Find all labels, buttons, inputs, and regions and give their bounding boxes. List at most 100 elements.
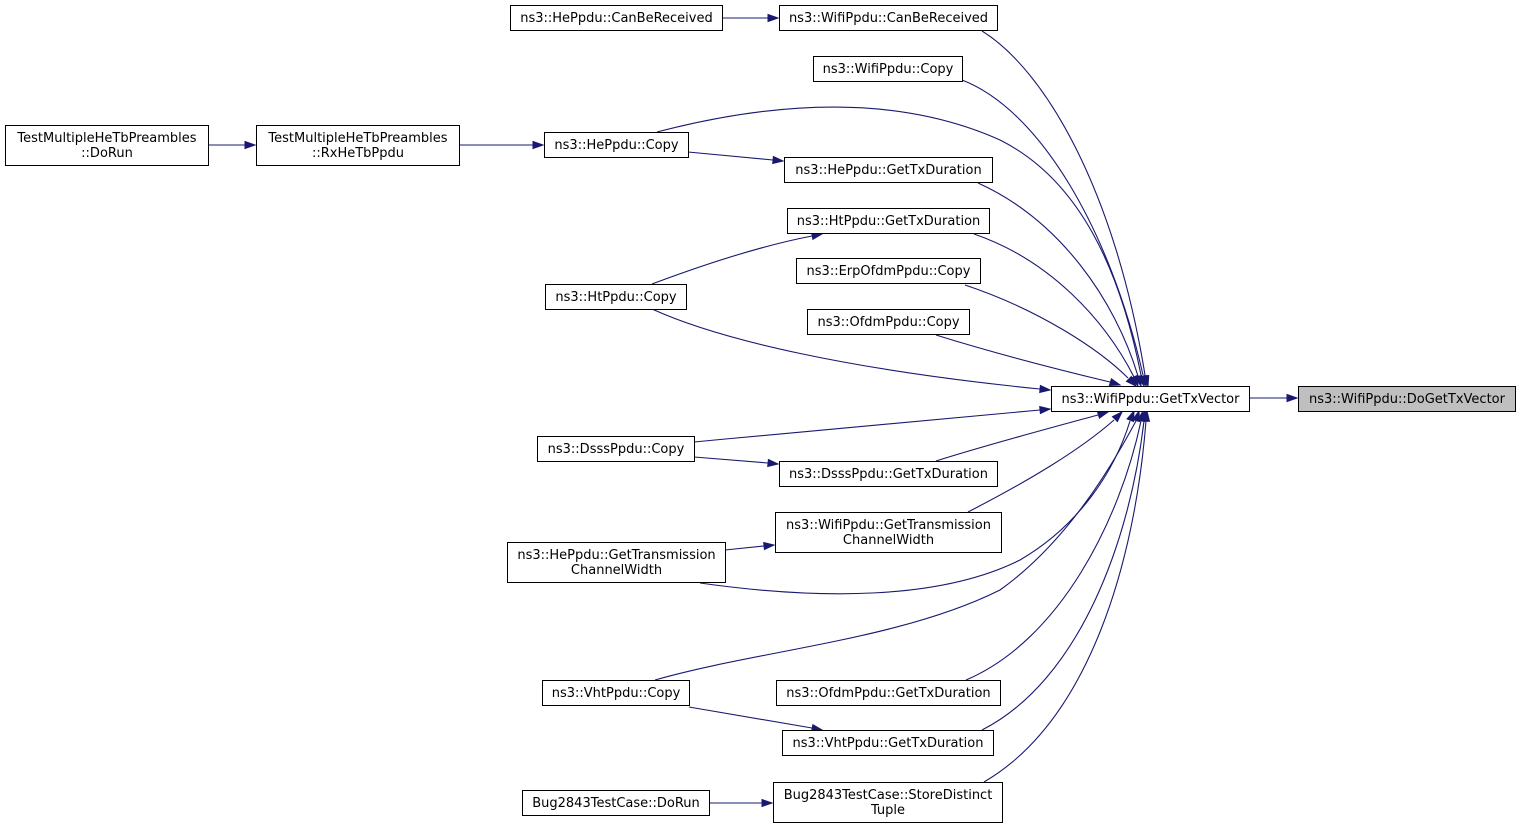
- edge-arrowhead: [772, 155, 785, 165]
- edge-hePpduCopy-to-getTxVector: [656, 106, 1146, 388]
- edge-line: [967, 419, 1115, 513]
- node-hePpduCanBeReceived[interactable]: ns3::HePpdu::CanBeReceived: [510, 5, 723, 31]
- node-bugDoRun[interactable]: Bug2843TestCase::DoRun: [522, 790, 710, 816]
- node-ofdmPpduCopy[interactable]: ns3::OfdmPpdu::Copy: [807, 309, 970, 335]
- node-label: ns3::DsssPpdu::GetTxDuration: [789, 467, 988, 482]
- edge-ofdmPpduCopy-to-getTxVector: [935, 334, 1122, 387]
- node-doGetTxVector: ns3::WifiPpdu::DoGetTxVector: [1298, 386, 1516, 412]
- edge-line: [983, 420, 1147, 783]
- edge-line: [656, 106, 1142, 376]
- edge-dsssPpduCopy-to-dsssPpduGetTxDuration: [693, 456, 780, 468]
- node-label: ::RxHeTbPpdu: [312, 146, 404, 161]
- edge-bugDoRun-to-bugStoreDistinctTuple: [709, 798, 774, 808]
- node-wifiPpduCanBeReceived[interactable]: ns3::WifiPpdu::CanBeReceived: [779, 5, 998, 31]
- edge-line: [964, 284, 1129, 379]
- edge-arrowhead: [767, 13, 780, 23]
- node-label: Tuple: [870, 803, 905, 818]
- node-box: [256, 125, 460, 166]
- node-box: [784, 157, 993, 183]
- node-label: ns3::HePpdu::GetTransmission: [517, 548, 715, 563]
- node-label: ns3::OfdmPpdu::GetTxDuration: [786, 686, 990, 701]
- edge-arrowhead: [767, 458, 780, 468]
- node-label: TestMultipleHeTbPreambles: [267, 131, 447, 146]
- node-vhtPpduCopy[interactable]: ns3::VhtPpdu::Copy: [542, 680, 690, 706]
- call-edges: [208, 13, 1299, 808]
- edge-arrowhead: [1039, 405, 1052, 415]
- edge-arrowhead: [1286, 393, 1299, 403]
- edge-line: [693, 456, 769, 464]
- node-box: [542, 680, 690, 706]
- node-hePpduGetTxDuration[interactable]: ns3::HePpdu::GetTxDuration: [784, 157, 993, 183]
- edge-arrowhead: [763, 541, 776, 551]
- edge-line: [981, 420, 1145, 731]
- node-box: [1298, 386, 1516, 412]
- edge-line: [654, 420, 1137, 681]
- edge-line: [687, 151, 774, 161]
- edge-arrowhead: [1126, 409, 1135, 423]
- edge-wifiPpduGetTcw-to-getTxVector: [967, 410, 1124, 513]
- edge-testDoRun-to-testRxHeTbPpdu: [208, 140, 257, 150]
- node-label: ns3::HePpdu::GetTxDuration: [795, 163, 981, 178]
- node-box: [787, 208, 990, 234]
- node-getTxVector[interactable]: ns3::WifiPpdu::GetTxVector: [1051, 386, 1250, 412]
- edge-arrowhead: [1141, 409, 1151, 422]
- node-htPpduGetTxDuration[interactable]: ns3::HtPpdu::GetTxDuration: [787, 208, 990, 234]
- edge-line: [965, 420, 1142, 681]
- edge-line: [977, 182, 1139, 377]
- node-box: [1051, 386, 1250, 412]
- node-label: ChannelWidth: [843, 533, 934, 548]
- node-box: [779, 5, 998, 31]
- node-testRxHeTbPpdu[interactable]: TestMultipleHeTbPreambles::RxHeTbPpdu: [256, 125, 460, 166]
- node-label: TestMultipleHeTbPreambles: [16, 131, 196, 146]
- node-box: [813, 56, 963, 82]
- call-nodes: ns3::WifiPpdu::DoGetTxVectorns3::WifiPpd…: [5, 5, 1516, 823]
- edge-hePpduCanBeReceived-to-wifiPpduCanBeReceived: [722, 13, 780, 23]
- node-box: [537, 436, 695, 462]
- node-vhtPpduGetTxDuration[interactable]: ns3::VhtPpdu::GetTxDuration: [782, 730, 994, 756]
- node-erpOfdmPpduCopy[interactable]: ns3::ErpOfdmPpdu::Copy: [796, 258, 981, 284]
- edge-erpOfdmPpduCopy-to-getTxVector: [964, 284, 1138, 388]
- node-label: ns3::WifiPpdu::GetTxVector: [1062, 392, 1241, 407]
- edge-hePpduCopy-to-hePpduGetTxDuration: [687, 151, 785, 165]
- node-dsssPpduGetTxDuration[interactable]: ns3::DsssPpdu::GetTxDuration: [779, 461, 998, 487]
- node-label: ns3::WifiPpdu::Copy: [823, 62, 954, 77]
- node-wifiPpduCopy[interactable]: ns3::WifiPpdu::Copy: [813, 56, 963, 82]
- edge-hePpduGetTcw-to-getTxVector: [699, 409, 1135, 595]
- node-label: ns3::VhtPpdu::GetTxDuration: [793, 736, 984, 751]
- node-box: [5, 125, 209, 166]
- edge-line: [981, 30, 1146, 376]
- node-label: ::DoRun: [81, 146, 133, 161]
- node-label: ns3::OfdmPpdu::Copy: [817, 315, 959, 330]
- node-label: ns3::WifiPpdu::GetTransmission: [786, 518, 991, 533]
- node-label: Bug2843TestCase::DoRun: [532, 796, 700, 811]
- node-wifiPpduGetTcw[interactable]: ns3::WifiPpdu::GetTransmissionChannelWid…: [775, 512, 1002, 553]
- edge-wifiPpduCanBeReceived-to-getTxVector: [981, 30, 1150, 388]
- node-testDoRun[interactable]: TestMultipleHeTbPreambles::DoRun: [5, 125, 209, 166]
- node-box: [522, 790, 710, 816]
- node-box: [545, 284, 687, 310]
- node-hePpduCopy[interactable]: ns3::HePpdu::Copy: [544, 132, 689, 158]
- edge-testRxHeTbPpdu-to-hePpduCopy: [459, 140, 545, 150]
- node-box: [507, 542, 726, 583]
- edge-dsssPpduGetTxDuration-to-getTxVector: [935, 410, 1110, 462]
- node-ofdmPpduGetTxDuration[interactable]: ns3::OfdmPpdu::GetTxDuration: [776, 680, 1001, 706]
- node-label: ns3::HePpdu::Copy: [554, 138, 678, 153]
- edge-line: [724, 545, 765, 551]
- edge-line: [973, 233, 1135, 378]
- node-htPpduCopy[interactable]: ns3::HtPpdu::Copy: [545, 284, 687, 310]
- node-label: ns3::ErpOfdmPpdu::Copy: [807, 264, 971, 279]
- edge-line: [693, 409, 1041, 443]
- node-dsssPpduCopy[interactable]: ns3::DsssPpdu::Copy: [537, 436, 695, 462]
- node-box: [807, 309, 970, 335]
- edge-bugStoreDistinctTuple-to-getTxVector: [983, 409, 1151, 783]
- node-box: [779, 461, 998, 487]
- node-label: ns3::HtPpdu::Copy: [555, 290, 677, 305]
- edge-getTxVector-to-doGetTxVector: [1249, 393, 1299, 403]
- edge-arrowhead: [1125, 375, 1138, 388]
- node-box: [782, 730, 994, 756]
- edge-htPpduCopy-to-getTxVector: [651, 308, 1052, 394]
- node-box: [773, 782, 1003, 823]
- node-label: ns3::WifiPpdu::DoGetTxVector: [1309, 392, 1506, 407]
